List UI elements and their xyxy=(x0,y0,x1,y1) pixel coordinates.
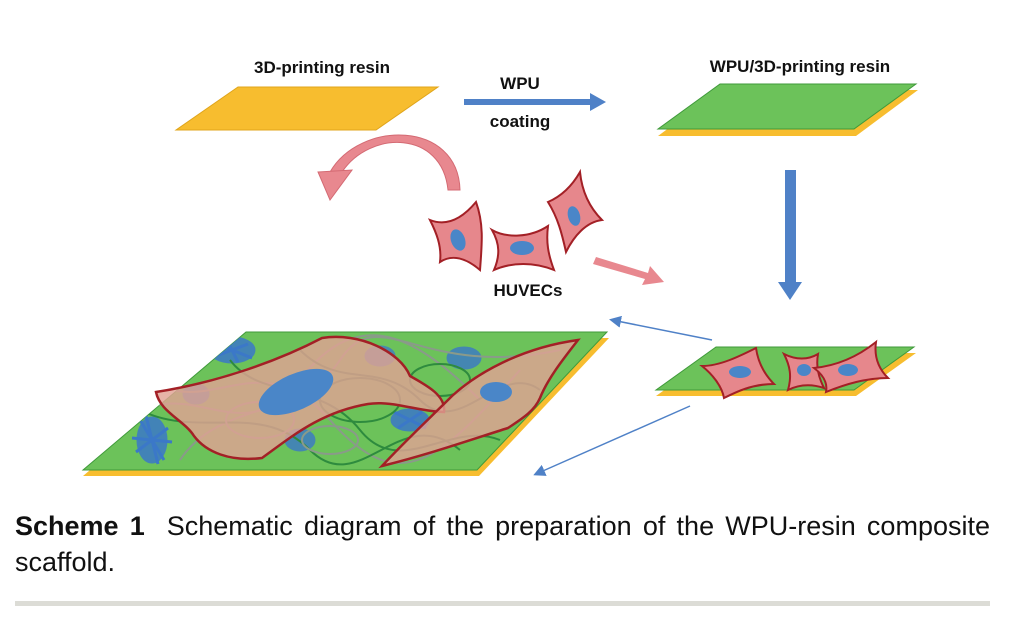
composite-scaffold xyxy=(81,331,609,476)
spread-huvec-cell xyxy=(154,335,446,461)
recycle-curved-arrow xyxy=(317,134,461,202)
label-huvecs: HUVECs xyxy=(494,281,563,300)
spread-huvec-cell xyxy=(378,338,581,469)
scaffold-preparation-diagram: 3D-printing resin WPU coating WPU/3D-pri… xyxy=(81,57,918,476)
label-coating: coating xyxy=(490,112,550,131)
label-wpu-3d-printing-resin: WPU/3D-printing resin xyxy=(710,57,890,76)
coated-resin-sheet xyxy=(656,83,918,136)
seeded-scaffold xyxy=(654,339,916,400)
huvec-cell xyxy=(546,168,605,255)
caption-number: Scheme 1 xyxy=(15,511,145,541)
thin-arrow-lower xyxy=(533,405,691,476)
coating-arrow xyxy=(464,93,606,111)
caption-divider xyxy=(15,601,990,606)
label-wpu: WPU xyxy=(500,74,540,93)
huvec-cell xyxy=(699,346,777,400)
label-3d-printing-resin: 3D-printing resin xyxy=(254,58,390,77)
huvec-cell xyxy=(427,200,483,273)
huvec-cell xyxy=(781,351,826,392)
caption-text: Schematic diagram of the preparation of … xyxy=(15,511,990,577)
huvec-cell xyxy=(811,339,891,394)
huvec-cell xyxy=(489,223,556,272)
thin-arrow-upper xyxy=(609,315,713,341)
resin-sheet xyxy=(174,86,440,131)
seeding-down-arrow xyxy=(778,170,802,300)
cell-seeding-arrow xyxy=(593,257,664,285)
